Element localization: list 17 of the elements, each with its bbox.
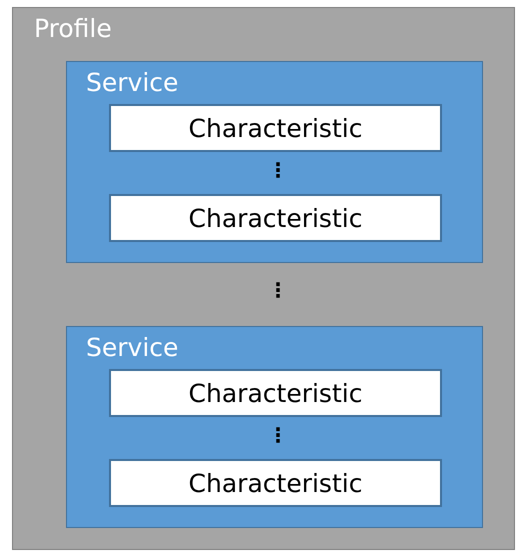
characteristic-box — [109, 194, 442, 242]
profile-panel — [12, 7, 515, 550]
box-label: Characteristic — [188, 380, 362, 406]
ellipsis: ⋮ — [268, 280, 288, 300]
service-panel — [66, 61, 483, 263]
box-label: Characteristic — [188, 116, 362, 140]
characteristic-box — [109, 459, 442, 507]
panel-heading: Profile — [34, 16, 112, 41]
panel-heading: Service — [86, 335, 178, 360]
ellipsis: ⋮ — [268, 160, 288, 180]
panel-heading: Service — [86, 70, 178, 95]
service-panel — [66, 326, 483, 528]
box-label: Characteristic — [188, 206, 362, 230]
box-label: Characteristic — [188, 470, 362, 496]
ellipsis: ⋮ — [268, 425, 288, 445]
characteristic-box — [109, 104, 442, 152]
characteristic-box — [109, 369, 442, 417]
